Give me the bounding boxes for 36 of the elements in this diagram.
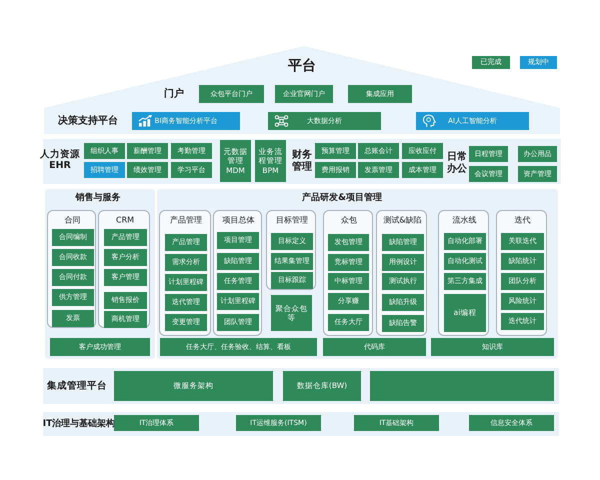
row-band <box>43 368 559 404</box>
row-heading: 门户 <box>164 88 184 100</box>
row-heading: 集成管理平台 <box>47 382 107 392</box>
group-panel <box>45 189 155 359</box>
column-heading: 测试&缺陷 <box>383 215 422 225</box>
column-heading: 合同 <box>64 215 80 225</box>
row-heading: 决策支持平台 <box>58 115 118 127</box>
column-heading: 迭代 <box>514 215 530 225</box>
column-panel <box>323 210 373 336</box>
column-heading: 流水线 <box>452 215 476 225</box>
column-heading: 项目总体 <box>222 215 254 225</box>
column-panel <box>376 210 427 336</box>
roof-panel <box>44 46 560 134</box>
group-panel <box>157 189 558 359</box>
column-panel <box>159 210 211 336</box>
module-box <box>132 112 240 130</box>
panel-heading: 产品研发&项目管理 <box>302 192 382 204</box>
column-heading: 目标管理 <box>276 215 308 225</box>
column-heading: 产品管理 <box>170 215 202 225</box>
module-box <box>370 371 554 401</box>
column-heading: 众包 <box>341 215 357 225</box>
column-panel <box>266 210 316 290</box>
row-heading: 人力资源EHR <box>40 150 80 172</box>
column-heading: CRM <box>116 215 134 225</box>
module-box <box>416 112 529 130</box>
column-panel <box>496 210 547 336</box>
row-band <box>43 412 559 436</box>
module-box <box>268 112 381 130</box>
column-panel <box>438 210 489 336</box>
column-panel <box>213 210 262 336</box>
title: 平台 <box>288 58 316 74</box>
panel-heading: 销售与服务 <box>76 192 120 204</box>
row-heading: 日常办公 <box>446 152 468 174</box>
column-panel <box>47 210 96 328</box>
column-panel <box>98 210 150 328</box>
row-heading: 财务管理 <box>291 150 313 172</box>
